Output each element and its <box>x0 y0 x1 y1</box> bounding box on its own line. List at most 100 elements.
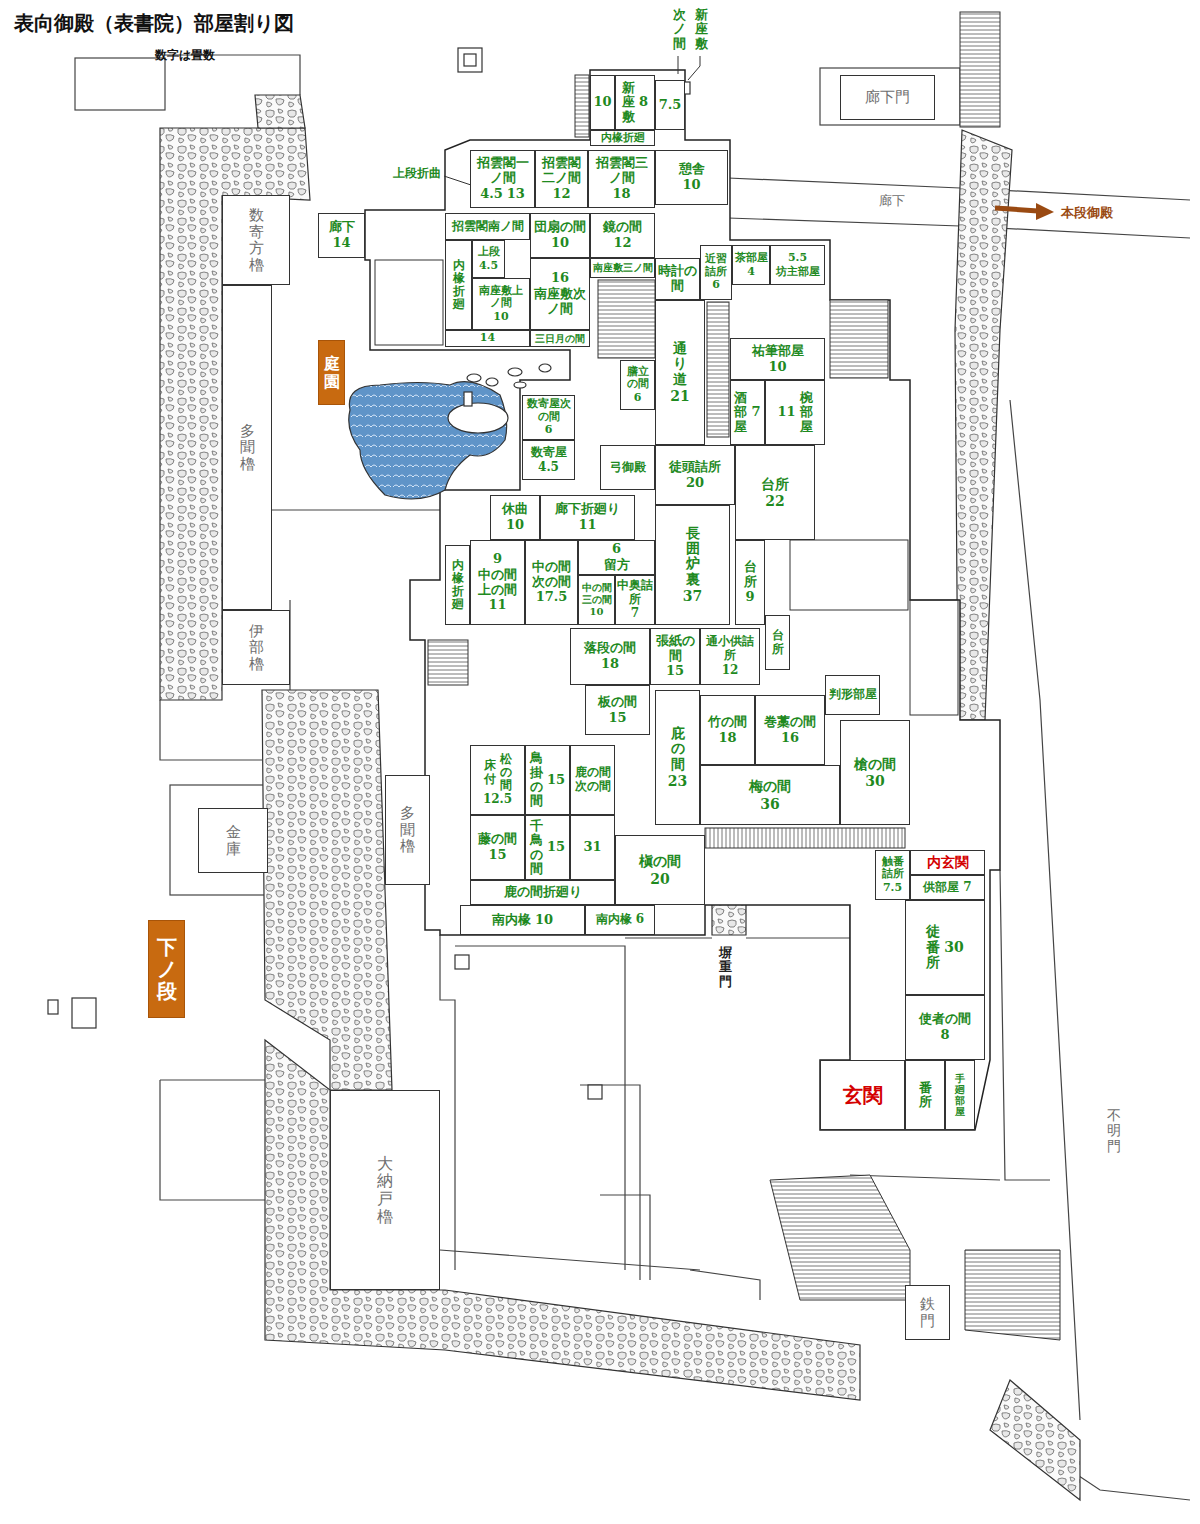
room-box: 供部屋7 <box>910 875 985 900</box>
outer-lines-part <box>440 1250 700 1270</box>
room-name: 床付 <box>484 759 496 785</box>
room-name: 坊主部屋 <box>772 266 823 279</box>
mat-count: 5.5 <box>788 252 807 265</box>
mat-count: 16 <box>551 271 569 286</box>
room-box: 手廻部屋 <box>945 1060 975 1130</box>
room-name: 台所 <box>772 629 784 655</box>
room-box: 鹿の間次の間 <box>570 745 615 815</box>
place-label: 新座敷 <box>694 8 709 51</box>
room-box: 団扇の間10 <box>530 213 590 258</box>
room-name: 弓御殿 <box>602 461 653 475</box>
mat-count: 18 <box>612 187 630 202</box>
inner-stairs-part <box>790 540 908 610</box>
room-name: 使者の間 <box>907 1012 983 1027</box>
building-outline <box>365 70 1000 1130</box>
inner-stairs-part <box>575 75 589 137</box>
room-name: 鏡の間 <box>592 220 653 235</box>
room-name: 通小供詰所 <box>702 635 758 663</box>
room-name: 廊下折廻り <box>542 502 633 517</box>
outer-lines-part <box>75 58 165 110</box>
room-box: 徒番所30 <box>905 900 985 995</box>
leader-lines-part <box>688 56 700 80</box>
room-name: 槇の間 <box>617 853 703 869</box>
room-name: 鉄門 <box>920 1296 935 1329</box>
room-box: 茶部屋4 <box>732 245 770 285</box>
mat-count: 37 <box>683 588 702 604</box>
room-name: 南座敷次ノ間 <box>532 287 588 317</box>
mat-count: 4 <box>747 266 755 279</box>
leader-lines-part <box>678 56 679 74</box>
mat-count: 16 <box>781 731 799 746</box>
room-box: 14 <box>445 330 530 347</box>
direction-arrow-part <box>995 208 1038 211</box>
room-name: 鹿の間次の間 <box>572 766 613 794</box>
room-name: 手廻部屋 <box>955 1073 965 1117</box>
room-box: 梅の間36 <box>700 765 840 825</box>
room-box: 通り道21 <box>655 300 705 445</box>
mat-count: 6 <box>634 392 642 405</box>
mat-count: 12 <box>613 236 631 251</box>
room-box: 16南座敷次ノ間 <box>530 258 590 330</box>
place-label: 塀重門 <box>718 946 733 989</box>
room-box: 5.5坊主部屋 <box>770 245 825 285</box>
room-name: 巻藁の間 <box>757 715 823 730</box>
room-name: 茶部屋 <box>734 252 768 265</box>
room-box: 台所22 <box>735 445 815 540</box>
mat-count: 36 <box>760 796 779 812</box>
room-name: 金庫 <box>226 824 241 857</box>
room-box: 6留方 <box>578 540 655 575</box>
mat-count: 13 <box>507 187 525 202</box>
room-name: 千鳥の間 <box>530 819 543 876</box>
stone-walls-part <box>160 128 310 700</box>
room-name: 大納戸櫓 <box>377 1155 393 1225</box>
room-box: 鏡の間12 <box>590 213 655 258</box>
room-box: 憩舎10 <box>655 150 728 205</box>
room-box: 酒部屋7 <box>730 380 765 445</box>
room-name: 招雲閣三ノ間 <box>590 156 653 186</box>
room-box: 三日月の間 <box>530 330 590 347</box>
room-box: 31 <box>570 815 615 880</box>
room-name: 徒頭詰所 <box>657 460 733 475</box>
room-box: 台所 <box>765 615 790 670</box>
room-name: 徒番所 <box>926 924 940 970</box>
room-box: 触番詰所7.5 <box>875 850 910 900</box>
inner-stairs-part <box>705 828 905 848</box>
room-name: 酒部屋 <box>734 391 747 434</box>
mat-count: 11 <box>578 518 596 533</box>
outer-lines-part <box>160 700 262 760</box>
mat-count: 10 <box>682 178 700 193</box>
mat-count: 22 <box>765 493 784 509</box>
room-name: 近習詰所 <box>702 253 730 278</box>
room-box: 南内椽10 <box>460 905 585 935</box>
mat-count: 8 <box>940 1028 949 1043</box>
mat-count: 9 <box>493 552 502 567</box>
room-box: 中の間三の間10 <box>578 575 615 625</box>
mat-count: 7.5 <box>883 882 902 895</box>
room-name: 伊部櫓 <box>249 623 264 673</box>
mat-count: 10 <box>551 236 569 251</box>
room-box: 7.5 <box>655 80 685 130</box>
stone-walls-part <box>255 95 305 128</box>
room-name: 廊下 <box>320 220 363 235</box>
room-name: 番所 <box>919 1081 932 1110</box>
turret-box: 伊部櫓 <box>222 610 290 685</box>
room-box: 膳立の間6 <box>620 360 655 410</box>
room-box: 弓御殿 <box>600 445 655 490</box>
mat-count: 15 <box>666 664 684 679</box>
room-name: 中の間三の間 <box>580 582 613 605</box>
garden-pond-part <box>467 374 481 382</box>
mat-count: 15 <box>608 711 626 726</box>
mat-count: 7.5 <box>659 98 682 113</box>
inner-stairs-part <box>910 600 958 715</box>
mat-count: 10 <box>590 606 604 618</box>
room-name: 下ノ段 <box>157 936 177 1002</box>
mat-count: 12 <box>552 187 570 202</box>
stone-walls-part <box>265 1040 860 1400</box>
outer-lines <box>75 55 1190 1500</box>
room-name: 竹の間 <box>702 715 753 730</box>
room-box: 番所 <box>905 1060 945 1130</box>
map-caption: 数字は畳数 <box>155 47 215 64</box>
mat-count: 10 <box>593 95 611 110</box>
mat-count: 18 <box>601 657 619 672</box>
room-name: 触番詰所 <box>877 856 908 881</box>
